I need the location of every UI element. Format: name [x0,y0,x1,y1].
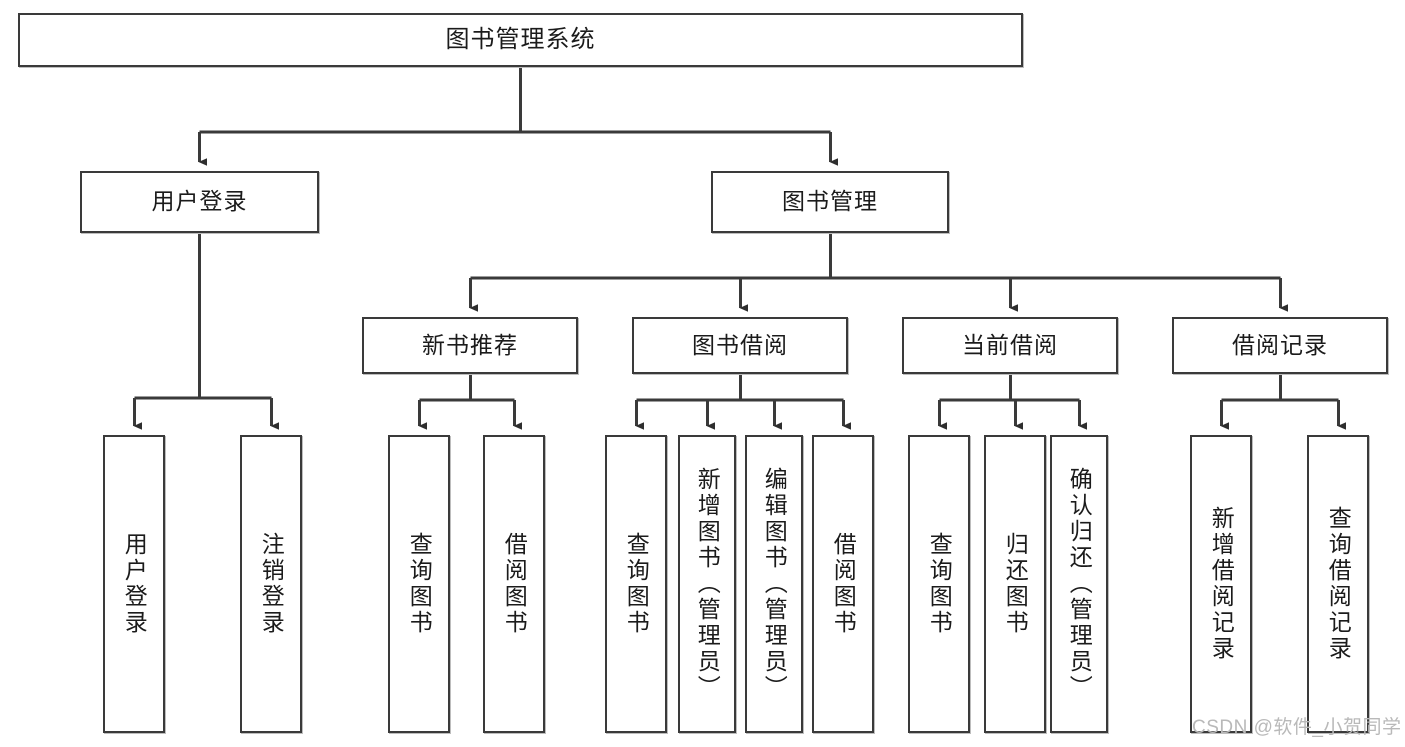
node-leaf-return-book[interactable]: 归还图书 [984,435,1046,733]
node-leaf-query-book-1[interactable]: 查询图书 [388,435,450,733]
node-user-login[interactable]: 用户登录 [80,171,319,233]
node-leaf-query-record-label: 查询借阅记录 [1325,506,1352,662]
node-leaf-borrow-book-2-label: 借阅图书 [830,532,857,636]
node-leaf-edit-book[interactable]: 编辑图书（管理员） [745,435,803,733]
node-leaf-query-book-2-label: 查询图书 [623,532,650,636]
node-leaf-query-book-1-label: 查询图书 [406,532,433,636]
node-leaf-add-record-label: 新增借阅记录 [1208,506,1235,662]
node-book-manage[interactable]: 图书管理 [711,171,949,233]
node-leaf-confirm-return[interactable]: 确认归还（管理员） [1050,435,1108,733]
node-leaf-user-logout-label: 注销登录 [258,532,285,636]
node-leaf-query-book-2[interactable]: 查询图书 [605,435,667,733]
node-leaf-add-book[interactable]: 新增图书（管理员） [678,435,736,733]
node-leaf-return-book-label: 归还图书 [1002,532,1029,636]
node-leaf-edit-book-label: 编辑图书（管理员） [761,467,788,701]
node-leaf-query-record[interactable]: 查询借阅记录 [1307,435,1369,733]
node-leaf-user-login-label: 用户登录 [121,532,148,636]
csdn-watermark: CSDN @软件_小贺同学 [1192,717,1402,738]
node-user-login-label: 用户登录 [151,188,248,215]
node-leaf-borrow-book-1-label: 借阅图书 [501,532,528,636]
node-root-label: 图书管理系统 [445,25,596,53]
node-new-book-recommend[interactable]: 新书推荐 [362,317,578,374]
node-borrow-record-label: 借阅记录 [1232,331,1328,358]
node-leaf-borrow-book-2[interactable]: 借阅图书 [812,435,874,733]
node-leaf-add-book-label: 新增图书（管理员） [694,467,721,701]
node-book-borrow[interactable]: 图书借阅 [632,317,848,374]
node-leaf-user-logout[interactable]: 注销登录 [240,435,302,733]
node-leaf-query-book-3[interactable]: 查询图书 [908,435,970,733]
node-borrow-record[interactable]: 借阅记录 [1172,317,1388,374]
node-leaf-user-login[interactable]: 用户登录 [103,435,165,733]
node-current-borrow-label: 当前借阅 [962,331,1058,358]
node-book-borrow-label: 图书借阅 [692,331,788,358]
node-leaf-query-book-3-label: 查询图书 [926,532,953,636]
node-new-book-recommend-label: 新书推荐 [422,331,518,358]
node-leaf-add-record[interactable]: 新增借阅记录 [1190,435,1252,733]
node-root[interactable]: 图书管理系统 [18,13,1023,67]
node-leaf-borrow-book-1[interactable]: 借阅图书 [483,435,545,733]
node-current-borrow[interactable]: 当前借阅 [902,317,1118,374]
node-leaf-confirm-return-label: 确认归还（管理员） [1066,467,1093,701]
node-book-manage-label: 图书管理 [782,188,878,215]
